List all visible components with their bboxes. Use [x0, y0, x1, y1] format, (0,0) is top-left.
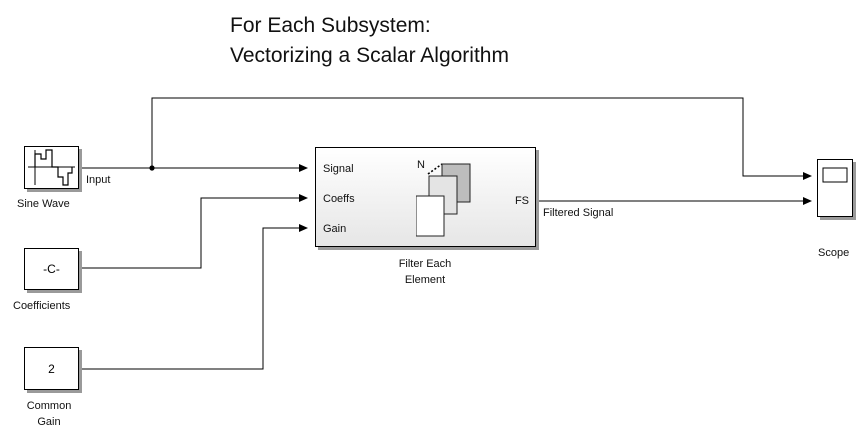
sine-wave-icon [28, 149, 75, 186]
filtered-signal-label: Filtered Signal [543, 207, 614, 219]
wire-coefficients-to-coeffs [79, 194, 308, 269]
subsystem-label-line1: Filter Each [398, 258, 452, 270]
subsystem-label-line2: Element [404, 274, 446, 286]
coefficients-block[interactable]: -C- [24, 248, 79, 290]
common-gain-value: 2 [48, 362, 55, 376]
wire-gain-to-gain [79, 224, 308, 370]
diagram-title-line2: Vectorizing a Scalar Algorithm [230, 44, 509, 67]
scope-label: Scope [818, 247, 850, 259]
sine-wave-block[interactable] [24, 146, 79, 189]
coefficients-value: -C- [43, 262, 60, 276]
common-gain-label-line1: Common [26, 400, 72, 412]
port-signal: Signal [323, 163, 354, 175]
port-fs: FS [514, 195, 529, 207]
port-coeffs: Coeffs [323, 193, 355, 205]
common-gain-block[interactable]: 2 [24, 347, 79, 390]
scope-screen-icon [822, 167, 848, 183]
coefficients-label: Coefficients [13, 300, 71, 312]
wire-input-to-scope [151, 97, 812, 180]
for-each-pages-icon [416, 163, 471, 237]
input-signal-label: Input [86, 174, 111, 186]
sine-wave-label: Sine Wave [17, 198, 70, 210]
diagram-title-line1: For Each Subsystem: [230, 14, 431, 37]
filter-each-element-subsystem[interactable]: Signal Coeffs Gain FS N [315, 147, 536, 247]
port-gain: Gain [323, 223, 347, 235]
for-each-count-letter: N [417, 159, 425, 171]
scope-block[interactable] [817, 159, 853, 217]
common-gain-label-line2: Gain [37, 416, 61, 428]
